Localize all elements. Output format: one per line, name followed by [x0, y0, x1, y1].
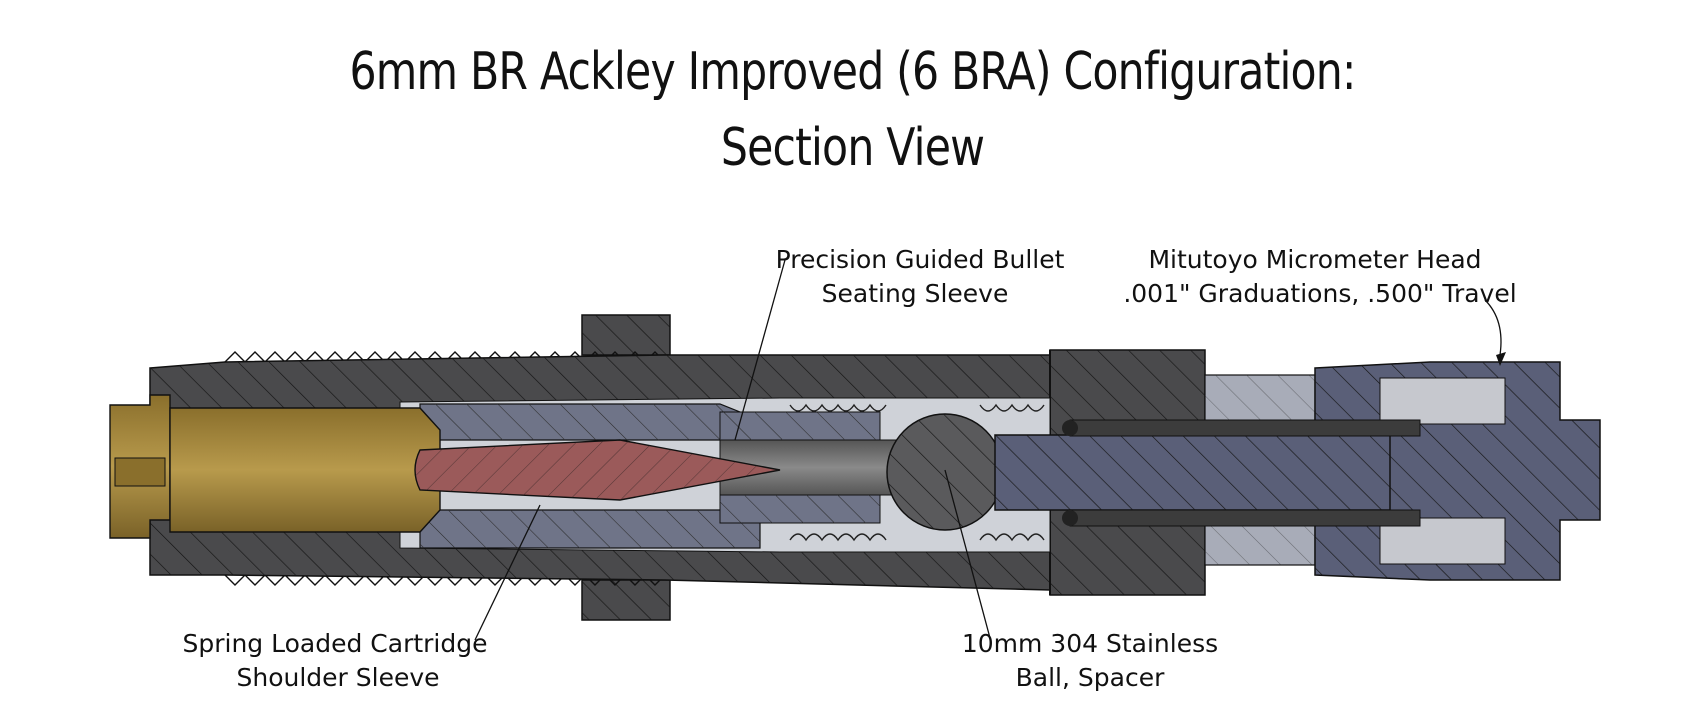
shoulder-sleeve [419, 403, 761, 549]
micrometer-spindle [994, 419, 1421, 527]
diagram-subtitle: Section View [720, 118, 985, 178]
lock-nut [581, 314, 671, 621]
callout-micrometer-line1: Mitutoyo Micrometer Head [1148, 245, 1481, 274]
ball-leader [944, 469, 991, 639]
callout-seating-sleeve-line1: Precision Guided Bullet [776, 245, 1065, 274]
seating-sleeve-leader [734, 259, 786, 441]
shoulder-sleeve-leader [474, 504, 541, 641]
micrometer-leader [1484, 299, 1502, 356]
callout-micrometer-line2: .001" Graduations, .500" Travel [1123, 279, 1516, 308]
callout-ball-line2: Ball, Spacer [1016, 663, 1165, 692]
seating-sleeve [719, 411, 901, 524]
arrowhead-icon [1496, 352, 1506, 366]
bullet [414, 439, 781, 501]
spring [789, 403, 1045, 542]
callout-shoulder-sleeve-line2: Shoulder Sleeve [236, 663, 439, 692]
cartridge-case [109, 394, 441, 539]
leader-lines [474, 259, 1506, 641]
diagram-title: 6mm BR Ackley Improved (6 BRA) Configura… [349, 42, 1356, 102]
callout-shoulder-sleeve-line1: Spring Loaded Cartridge [183, 629, 488, 658]
callout-ball-line1: 10mm 304 Stainless [962, 629, 1218, 658]
callout-seating-sleeve-line2: Seating Sleeve [822, 279, 1009, 308]
